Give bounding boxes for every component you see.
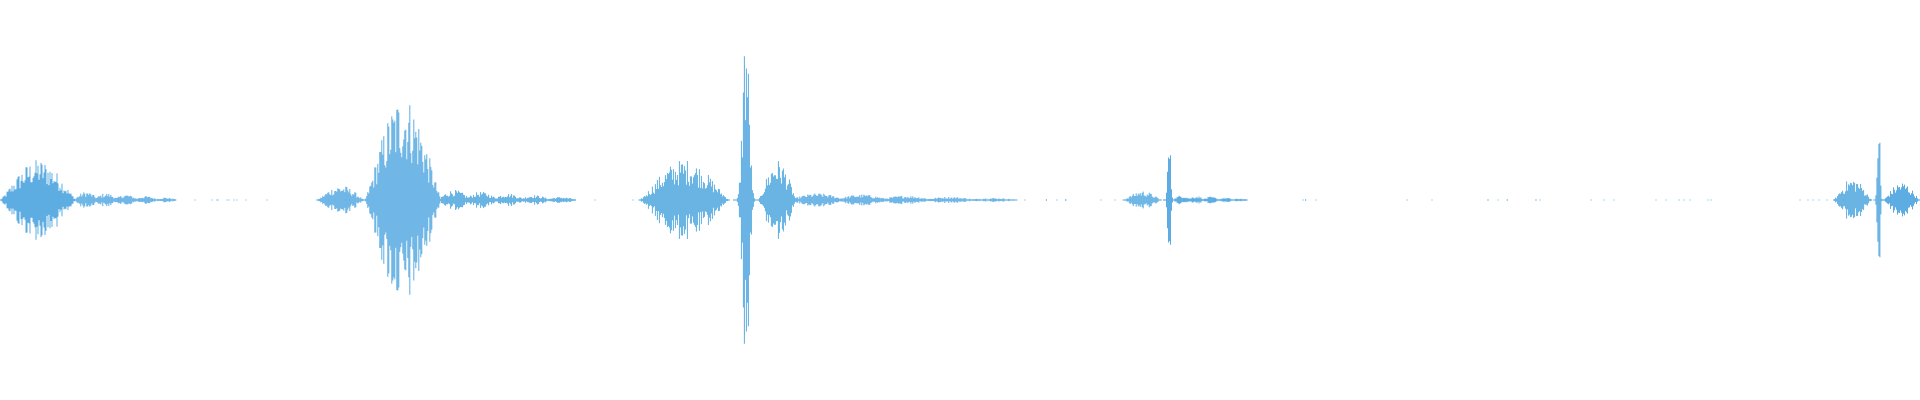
waveform-bars (0, 56, 1920, 344)
